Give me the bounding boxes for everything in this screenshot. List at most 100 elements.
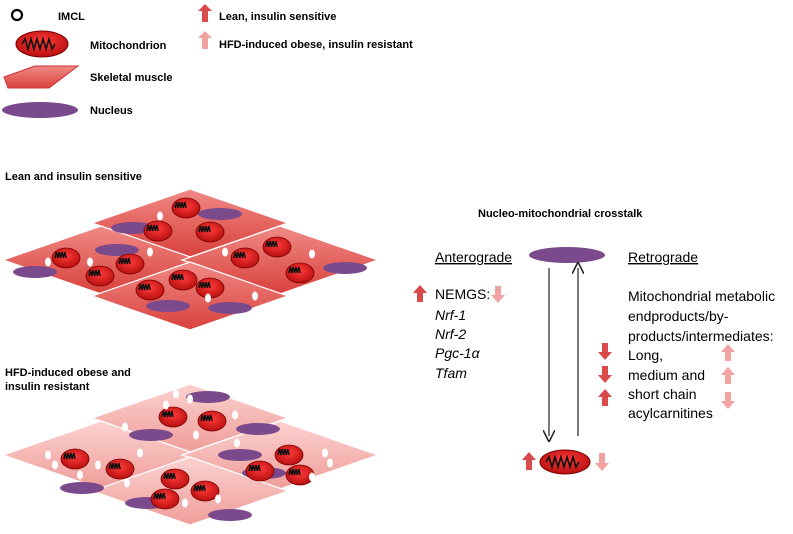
up-arrow-light-icon — [198, 31, 212, 49]
imcl-droplet — [182, 498, 188, 508]
retro-line-1: Mitochondrial metabolic — [628, 288, 775, 304]
imcl-droplet — [205, 293, 211, 303]
legend-mitochondrion-label: Mitochondrion — [90, 40, 167, 52]
mitochondrion-icon — [160, 468, 190, 490]
mitochondrion-icon — [171, 197, 201, 219]
nemgs-label: NEMGS: — [435, 286, 490, 302]
nucleus-icon — [208, 509, 252, 521]
imcl-droplet — [124, 478, 130, 488]
mitochondrion-icon — [135, 279, 165, 301]
nucleus-icon — [146, 300, 190, 312]
imcl-droplet — [222, 247, 228, 257]
mitochondrion-icon — [195, 221, 225, 243]
crosstalk-title: Nucleo-mitochondrial crosstalk — [478, 208, 643, 220]
crosstalk-nucleus-icon — [529, 247, 605, 263]
lean-muscle-tissue — [1, 188, 380, 331]
mitochondrion-icon — [230, 247, 260, 269]
short-down-arrow-light-icon — [721, 392, 735, 409]
imcl-droplet — [232, 410, 238, 420]
imcl-droplet — [135, 510, 141, 520]
legend-skeletal-muscle-label: Skeletal muscle — [90, 72, 173, 84]
imcl-droplet — [122, 422, 128, 432]
nucleus-icon — [95, 244, 139, 256]
imcl-droplet — [252, 291, 258, 301]
imcl-droplet — [45, 257, 51, 267]
nucleus-icon — [198, 208, 242, 220]
imcl-droplet — [87, 257, 93, 267]
imcl-droplet — [187, 394, 193, 404]
mitochondrion-icon — [190, 480, 220, 502]
imcl-droplet — [147, 247, 153, 257]
imcl-droplet — [95, 460, 101, 470]
imcl-droplet — [345, 466, 351, 476]
imcl-droplet — [327, 458, 333, 468]
nemgs-up-arrow-icon — [413, 285, 427, 302]
imcl-droplet — [137, 448, 143, 458]
nucleus-icon — [2, 102, 78, 118]
nucleus-icon — [218, 449, 262, 461]
mitochondrion-icon — [195, 277, 225, 299]
nucleus-icon — [323, 262, 367, 274]
imcl-droplet — [215, 494, 221, 504]
mitochondrion-icon — [274, 444, 304, 466]
crosstalk-mitochondrion-icon — [539, 449, 591, 475]
imcl-droplet — [52, 460, 58, 470]
long-up-arrow-light-icon — [721, 344, 735, 361]
imcl-droplet — [193, 430, 199, 440]
nucleus-icon — [236, 423, 280, 435]
legend: IMCL Mitochondrion Skeletal muscle Nucle… — [2, 4, 413, 118]
gene-pgc1a: Pgc-1α — [435, 345, 481, 361]
long-down-arrow-icon — [598, 343, 612, 360]
obese-section-title-line1: HFD-induced obese and — [5, 367, 131, 379]
medium-up-arrow-light-icon — [721, 367, 735, 384]
up-arrow-dark-icon — [198, 4, 212, 22]
nucleus-icon — [13, 266, 57, 278]
retrograde-label: Retrograde — [628, 249, 698, 265]
short-up-arrow-icon — [598, 389, 612, 406]
legend-imcl-label: IMCL — [58, 11, 85, 23]
gene-tfam: Tfam — [435, 365, 467, 381]
gene-nrf1: Nrf-1 — [435, 307, 466, 323]
acyl-line-4: acylcarnitines — [628, 405, 713, 421]
mitochondrion-icon — [158, 406, 188, 428]
retro-line-3: products/intermediates: — [628, 328, 774, 344]
imcl-droplet — [322, 448, 328, 458]
mitochondrion-icon — [15, 30, 69, 58]
mitochondrion-icon — [143, 220, 173, 242]
mitochondrion-icon — [245, 460, 275, 482]
imcl-droplet — [45, 450, 51, 460]
imcl-droplet — [173, 389, 179, 399]
mitochondrion-icon — [285, 262, 315, 284]
legend-lean-arrow-label: Lean, insulin sensitive — [219, 11, 336, 23]
medium-down-arrow-icon — [598, 366, 612, 383]
mito-down-arrow-light-icon — [595, 453, 609, 471]
retro-line-2: endproducts/by- — [628, 308, 729, 324]
mitochondrion-icon — [105, 458, 135, 480]
mitochondrion-icon — [51, 247, 81, 269]
mitochondrion-icon — [60, 448, 90, 470]
imcl-droplet — [77, 470, 83, 480]
obese-section-title-line2: insulin resistant — [5, 381, 90, 393]
mitochondrion-icon — [168, 269, 198, 291]
mitochondrion-icon — [85, 265, 115, 287]
acyl-line-1: Long, — [628, 347, 663, 363]
skeletal-muscle-icon — [3, 65, 80, 89]
anterograde-label: Anterograde — [435, 249, 512, 265]
gene-nrf2: Nrf-2 — [435, 326, 466, 342]
legend-nucleus-label: Nucleus — [90, 105, 133, 117]
acyl-line-3: short chain — [628, 386, 696, 402]
nucleus-icon — [208, 302, 252, 314]
crosstalk-panel: Nucleo-mitochondrial crosstalk Anterogra… — [413, 208, 775, 475]
nemgs-down-arrow-icon — [491, 286, 505, 303]
mitochondrion-icon — [115, 253, 145, 275]
nucleus-icon — [129, 429, 173, 441]
mito-up-arrow-icon — [522, 452, 536, 470]
imcl-icon — [10, 8, 24, 22]
obese-muscle-tissue — [1, 383, 380, 526]
legend-obese-arrow-label: HFD-induced obese, insulin resistant — [219, 39, 413, 51]
imcl-droplet — [163, 400, 169, 410]
imcl-droplet — [234, 438, 240, 448]
mitochondrion-icon — [262, 236, 292, 258]
nucleus-icon — [60, 482, 104, 494]
